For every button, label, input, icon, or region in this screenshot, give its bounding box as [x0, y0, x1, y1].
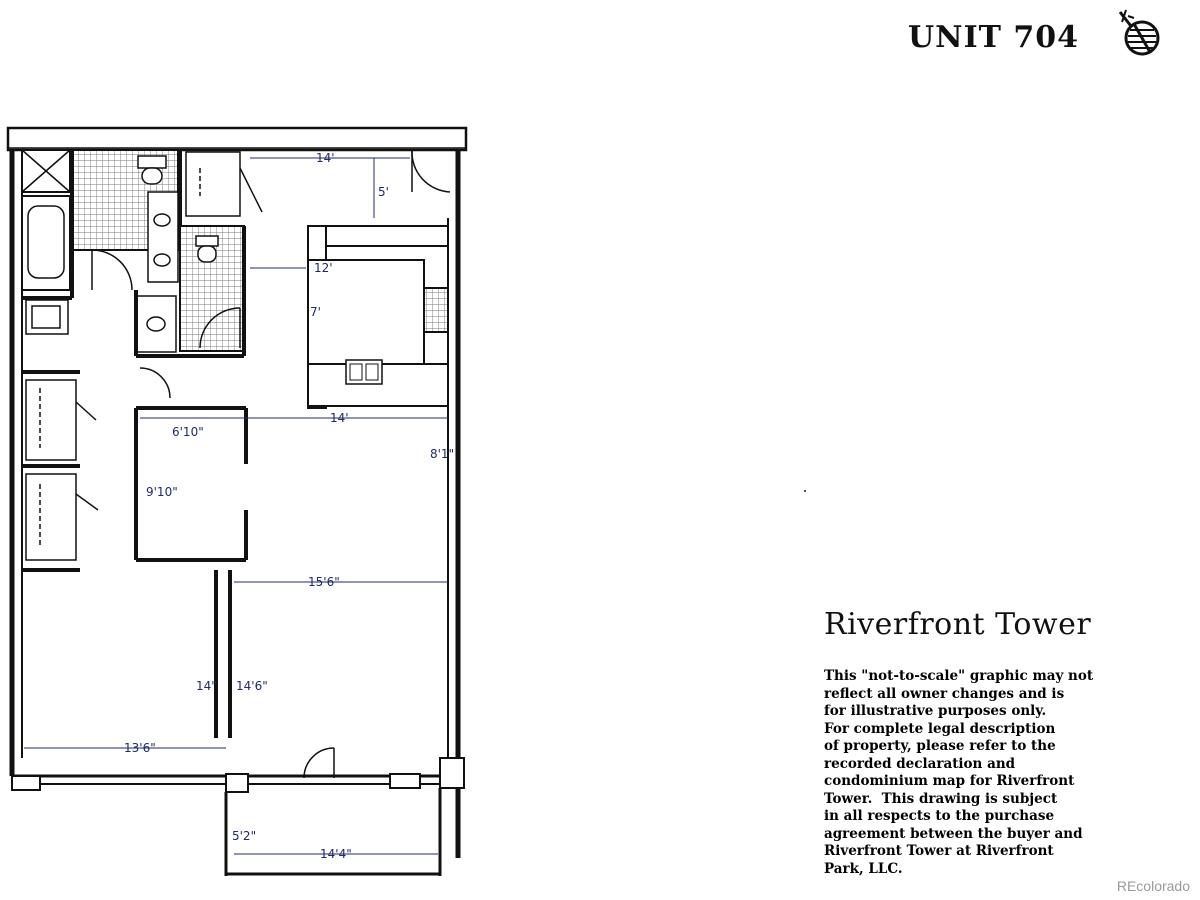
kitchen: [307, 225, 449, 409]
dim-label-13: 14'4": [320, 847, 352, 861]
dimension-labels: 14' 5' 12' 7' 14' 6'10" 9'10" 8'1" 15'6"…: [124, 151, 454, 861]
floor-plan: 14' 5' 12' 7' 14' 6'10" 9'10" 8'1" 15'6"…: [6, 126, 468, 876]
watermark: REcolorado: [1116, 878, 1190, 894]
dim-label-1: 5': [378, 185, 389, 199]
dim-label-8: 15'6": [308, 575, 340, 589]
dim-label-5: 6'10": [172, 425, 204, 439]
dim-label-9: 14": [196, 679, 217, 693]
dim-label-4: 14': [330, 411, 349, 425]
dim-label-6: 9'10": [146, 485, 178, 499]
dim-label-0: 14': [316, 151, 335, 165]
disclaimer-text: This "not-to-scale" graphic may not refl…: [824, 668, 1094, 877]
walls: [6, 126, 468, 858]
project-title: Riverfront Tower: [824, 607, 1092, 642]
stray-dot: [804, 490, 806, 492]
north-arrow-icon: [1118, 9, 1160, 56]
interior-walls: [22, 150, 248, 738]
bathtub: [21, 195, 71, 291]
dim-label-2: 12': [314, 261, 333, 275]
toilets: [137, 155, 219, 263]
dim-label-7: 8'1": [430, 447, 454, 461]
dim-label-11: 13'6": [124, 741, 156, 755]
dim-label-10: 14'6": [236, 679, 268, 693]
doors: [91, 149, 451, 779]
dim-label-3: 7': [310, 305, 321, 319]
dim-label-12: 5'2": [232, 829, 256, 843]
unit-title: UNIT 704: [908, 20, 1080, 55]
closets: [25, 151, 263, 561]
balcony: [224, 788, 442, 876]
shower: [21, 149, 71, 193]
